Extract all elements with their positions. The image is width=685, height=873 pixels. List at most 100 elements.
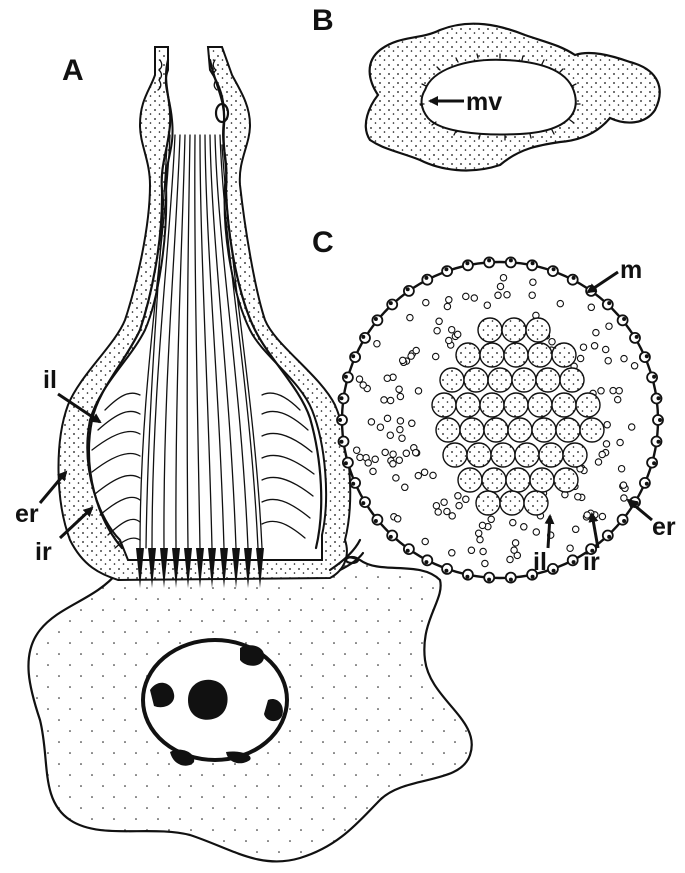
membrane-bump-core	[657, 396, 661, 400]
interior-vesicle	[436, 318, 442, 324]
membrane-bump-core	[340, 396, 344, 400]
interior-vesicle	[604, 422, 610, 428]
interior-vesicle	[384, 415, 390, 421]
interior-vesicle	[455, 331, 461, 337]
membrane-bump-core	[406, 287, 410, 291]
bundle-tubule	[539, 443, 563, 467]
membrane-bump-core	[351, 354, 355, 358]
interior-vesicle	[433, 353, 439, 359]
bundle-tubule	[456, 343, 480, 367]
membrane-bump-core	[645, 354, 649, 358]
interior-vesicle	[629, 424, 635, 430]
bundle-tubule	[563, 443, 587, 467]
interior-vesicle	[510, 519, 516, 525]
membrane-bump-core	[389, 301, 393, 305]
interior-vesicle	[446, 337, 452, 343]
membrane-bump-core	[465, 575, 469, 579]
interior-vesicle	[580, 344, 586, 350]
interior-vesicle	[610, 387, 616, 393]
interior-vesicle	[616, 388, 622, 394]
membrane-bump-core	[361, 501, 365, 505]
interior-vesicle	[387, 397, 393, 403]
interior-vesicle	[356, 376, 362, 382]
bundle-tubule	[552, 343, 576, 367]
interior-vesicle	[584, 512, 590, 518]
interior-vesicle	[407, 314, 413, 320]
panel-c: C m er il ir	[312, 226, 676, 583]
interior-vesicle	[396, 457, 402, 463]
interior-vesicle	[384, 375, 390, 381]
interior-vesicle	[395, 516, 401, 522]
interior-vesicle	[488, 516, 494, 522]
label-mv: mv	[466, 88, 502, 116]
bundle-tubule	[556, 418, 580, 442]
interior-vesicle	[399, 435, 405, 441]
interior-vesicle	[504, 292, 510, 298]
interior-vesicle	[360, 382, 366, 388]
membrane-bump-core	[572, 560, 576, 564]
bundle-tubule	[524, 491, 548, 515]
interior-vesicle	[495, 292, 501, 298]
bundle-tubule	[432, 393, 456, 417]
bundle-tubule	[460, 418, 484, 442]
membrane-bump-core	[444, 267, 448, 271]
membrane-bump-core	[406, 549, 410, 553]
interior-vesicle	[511, 547, 517, 553]
panel-b-label: B	[312, 4, 334, 37]
interior-vesicle	[507, 556, 513, 562]
membrane-bump-core	[552, 569, 556, 573]
interior-vesicle	[377, 424, 383, 430]
bundle-tubule	[580, 418, 604, 442]
bundle-tubule	[467, 443, 491, 467]
interior-vesicle	[631, 363, 637, 369]
interior-vesicle	[455, 493, 461, 499]
interior-vesicle	[476, 530, 482, 536]
interior-vesicle	[621, 495, 627, 501]
nucleolus	[188, 680, 228, 720]
membrane-bump-core	[344, 375, 348, 379]
bundle-tubule	[440, 368, 464, 392]
interior-vesicle	[533, 529, 539, 535]
interior-vesicle	[397, 426, 403, 432]
panel-b: B mv	[312, 4, 660, 170]
interior-vesicle	[441, 499, 447, 505]
membrane-bump-core	[658, 418, 662, 422]
interior-vesicle	[599, 451, 605, 457]
interior-vesicle	[357, 454, 363, 460]
bundle-tubule	[504, 393, 528, 417]
panel-c-label: C	[312, 226, 334, 259]
label-m: m	[620, 256, 642, 284]
panel-a-label: A	[62, 54, 84, 87]
interior-vesicle	[573, 526, 579, 532]
membrane-bump-core	[657, 440, 661, 444]
interior-vesicle	[421, 469, 427, 475]
interior-vesicle	[403, 450, 409, 456]
membrane-bump-core	[572, 276, 576, 280]
interior-vesicle	[400, 357, 406, 363]
interior-vesicle	[620, 482, 626, 488]
bundle-tubule	[504, 343, 528, 367]
membrane-bump-core	[465, 261, 469, 265]
interior-vesicle	[603, 441, 609, 447]
bundle-tubule	[436, 418, 460, 442]
bundle-tubule	[536, 368, 560, 392]
bundle-tubule	[480, 343, 504, 367]
interior-vesicle	[381, 397, 387, 403]
membrane-bump-core	[487, 578, 491, 582]
interior-vesicle	[396, 386, 402, 392]
label-er-c: er	[652, 513, 676, 541]
interior-vesicle	[423, 299, 429, 305]
interior-vesicle	[575, 494, 581, 500]
interior-vesicle	[512, 540, 518, 546]
membrane-bump-core	[531, 261, 535, 265]
interior-vesicle	[433, 503, 439, 509]
interior-vesicle	[397, 393, 403, 399]
interior-vesicle	[446, 297, 452, 303]
label-er: er	[15, 500, 39, 528]
interior-vesicle	[615, 396, 621, 402]
interior-vesicle	[415, 388, 421, 394]
interior-vesicle	[577, 355, 583, 361]
interior-vesicle	[599, 513, 605, 519]
interior-vesicle	[409, 420, 415, 426]
